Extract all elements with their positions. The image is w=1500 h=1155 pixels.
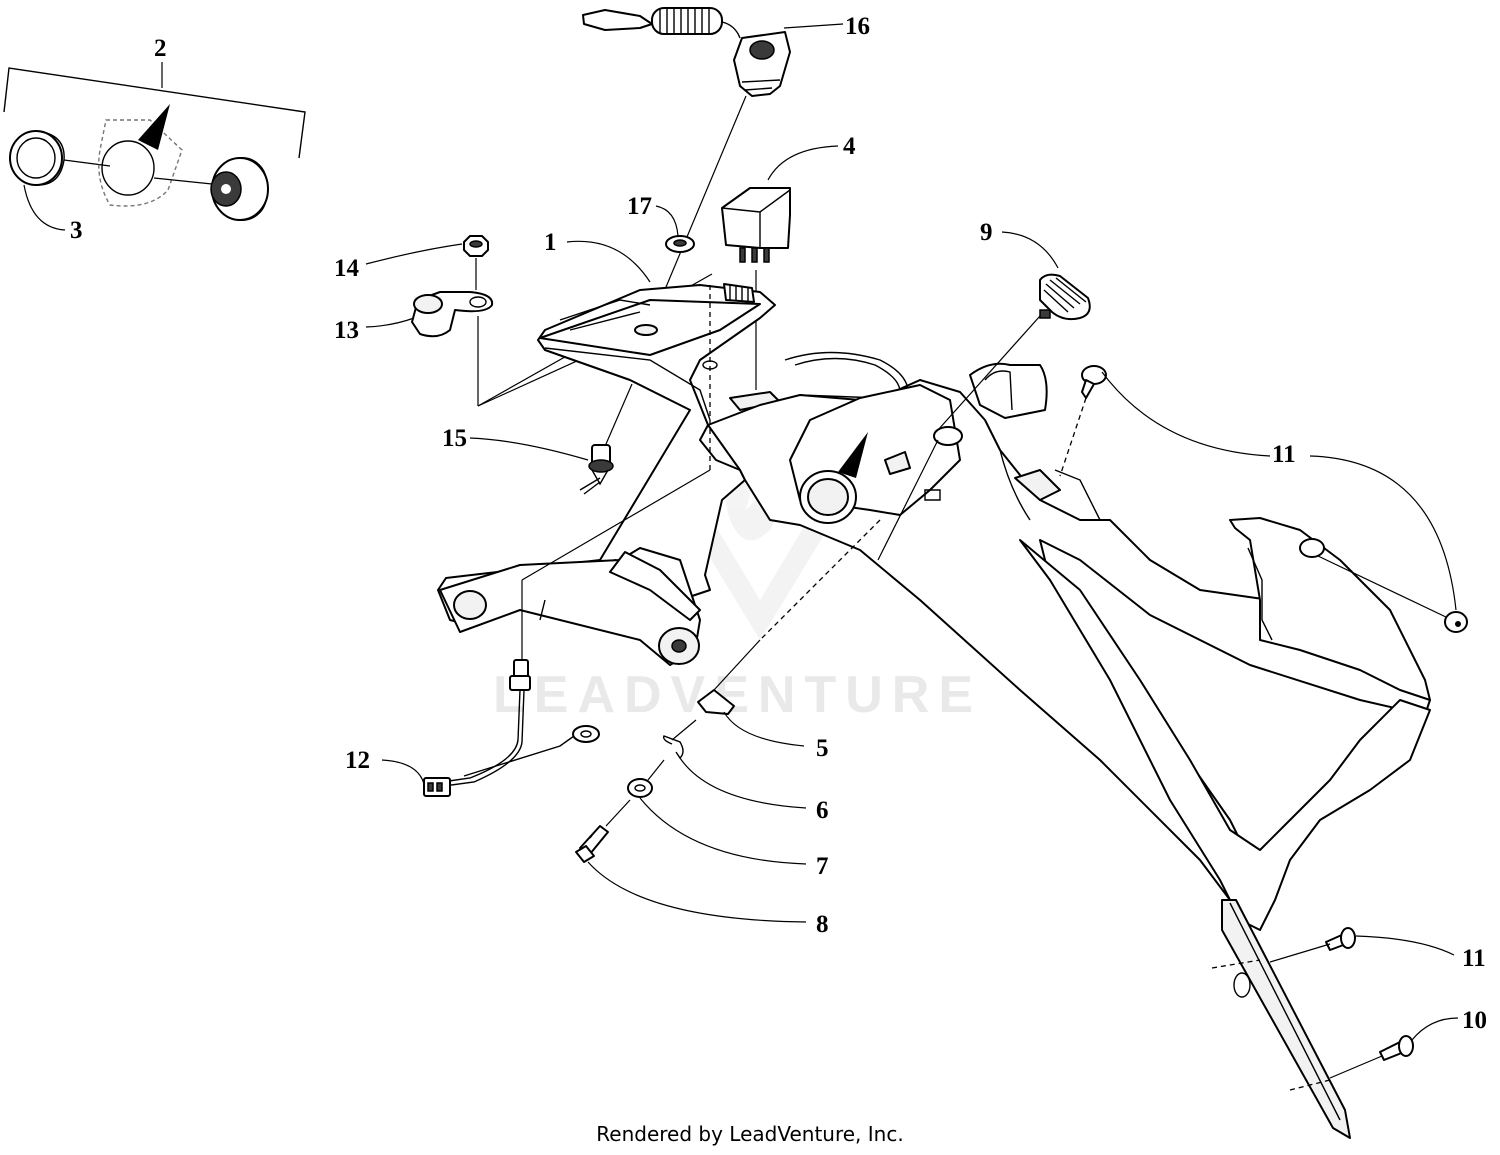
part-15-indicator-bulb (579, 444, 614, 495)
part-17-nut (665, 235, 695, 253)
part-16-safety-key-lanyard (582, 7, 791, 97)
callout-7: 7 (816, 853, 829, 880)
callout-12: 12 (345, 747, 370, 774)
callout-11-upper: 11 (1272, 441, 1296, 468)
part-11-screw-lower (1325, 927, 1356, 951)
part-2-socket (210, 157, 269, 221)
part-10-screw (1379, 1035, 1414, 1061)
callout-6: 6 (816, 797, 829, 824)
part-1-dash-panel (437, 283, 781, 666)
callout-4: 4 (843, 133, 856, 160)
footer-credit: Rendered by LeadVenture, Inc. (596, 1122, 904, 1146)
part-7-washer (627, 778, 653, 798)
part-2-ghost-mount (98, 104, 183, 207)
part-5-clip (697, 689, 735, 715)
callout-10: 10 (1462, 1007, 1487, 1034)
callout-16: 16 (845, 13, 870, 40)
part-11-screw-upper (1081, 365, 1107, 399)
callout-3: 3 (70, 217, 83, 244)
callout-9: 9 (980, 219, 993, 246)
callout-13: 13 (334, 317, 359, 344)
part-body-console (707, 351, 1449, 1139)
part-9-grommet (1039, 273, 1091, 321)
callout-2: 2 (154, 35, 167, 62)
callout-8: 8 (816, 911, 829, 938)
callout-17: 17 (627, 193, 652, 220)
assembly-2-bracket (3, 62, 306, 159)
part-3-bezel-ring (9, 130, 66, 231)
part-13-cap (411, 291, 494, 338)
part-11-screw-mid (1444, 611, 1468, 633)
callout-5: 5 (816, 735, 829, 762)
part-14-nut (463, 235, 489, 257)
watermark-text: LEADVENTURE (493, 666, 982, 724)
part-8-bolt (575, 825, 609, 863)
callout-14: 14 (334, 255, 360, 282)
part-4-rocker-switch (721, 187, 791, 263)
part-12-wiring-harness (423, 659, 600, 797)
callout-11-lower: 11 (1462, 945, 1486, 972)
callout-15: 15 (442, 425, 467, 452)
part-6-clip (662, 735, 684, 760)
callout-1: 1 (544, 229, 557, 256)
